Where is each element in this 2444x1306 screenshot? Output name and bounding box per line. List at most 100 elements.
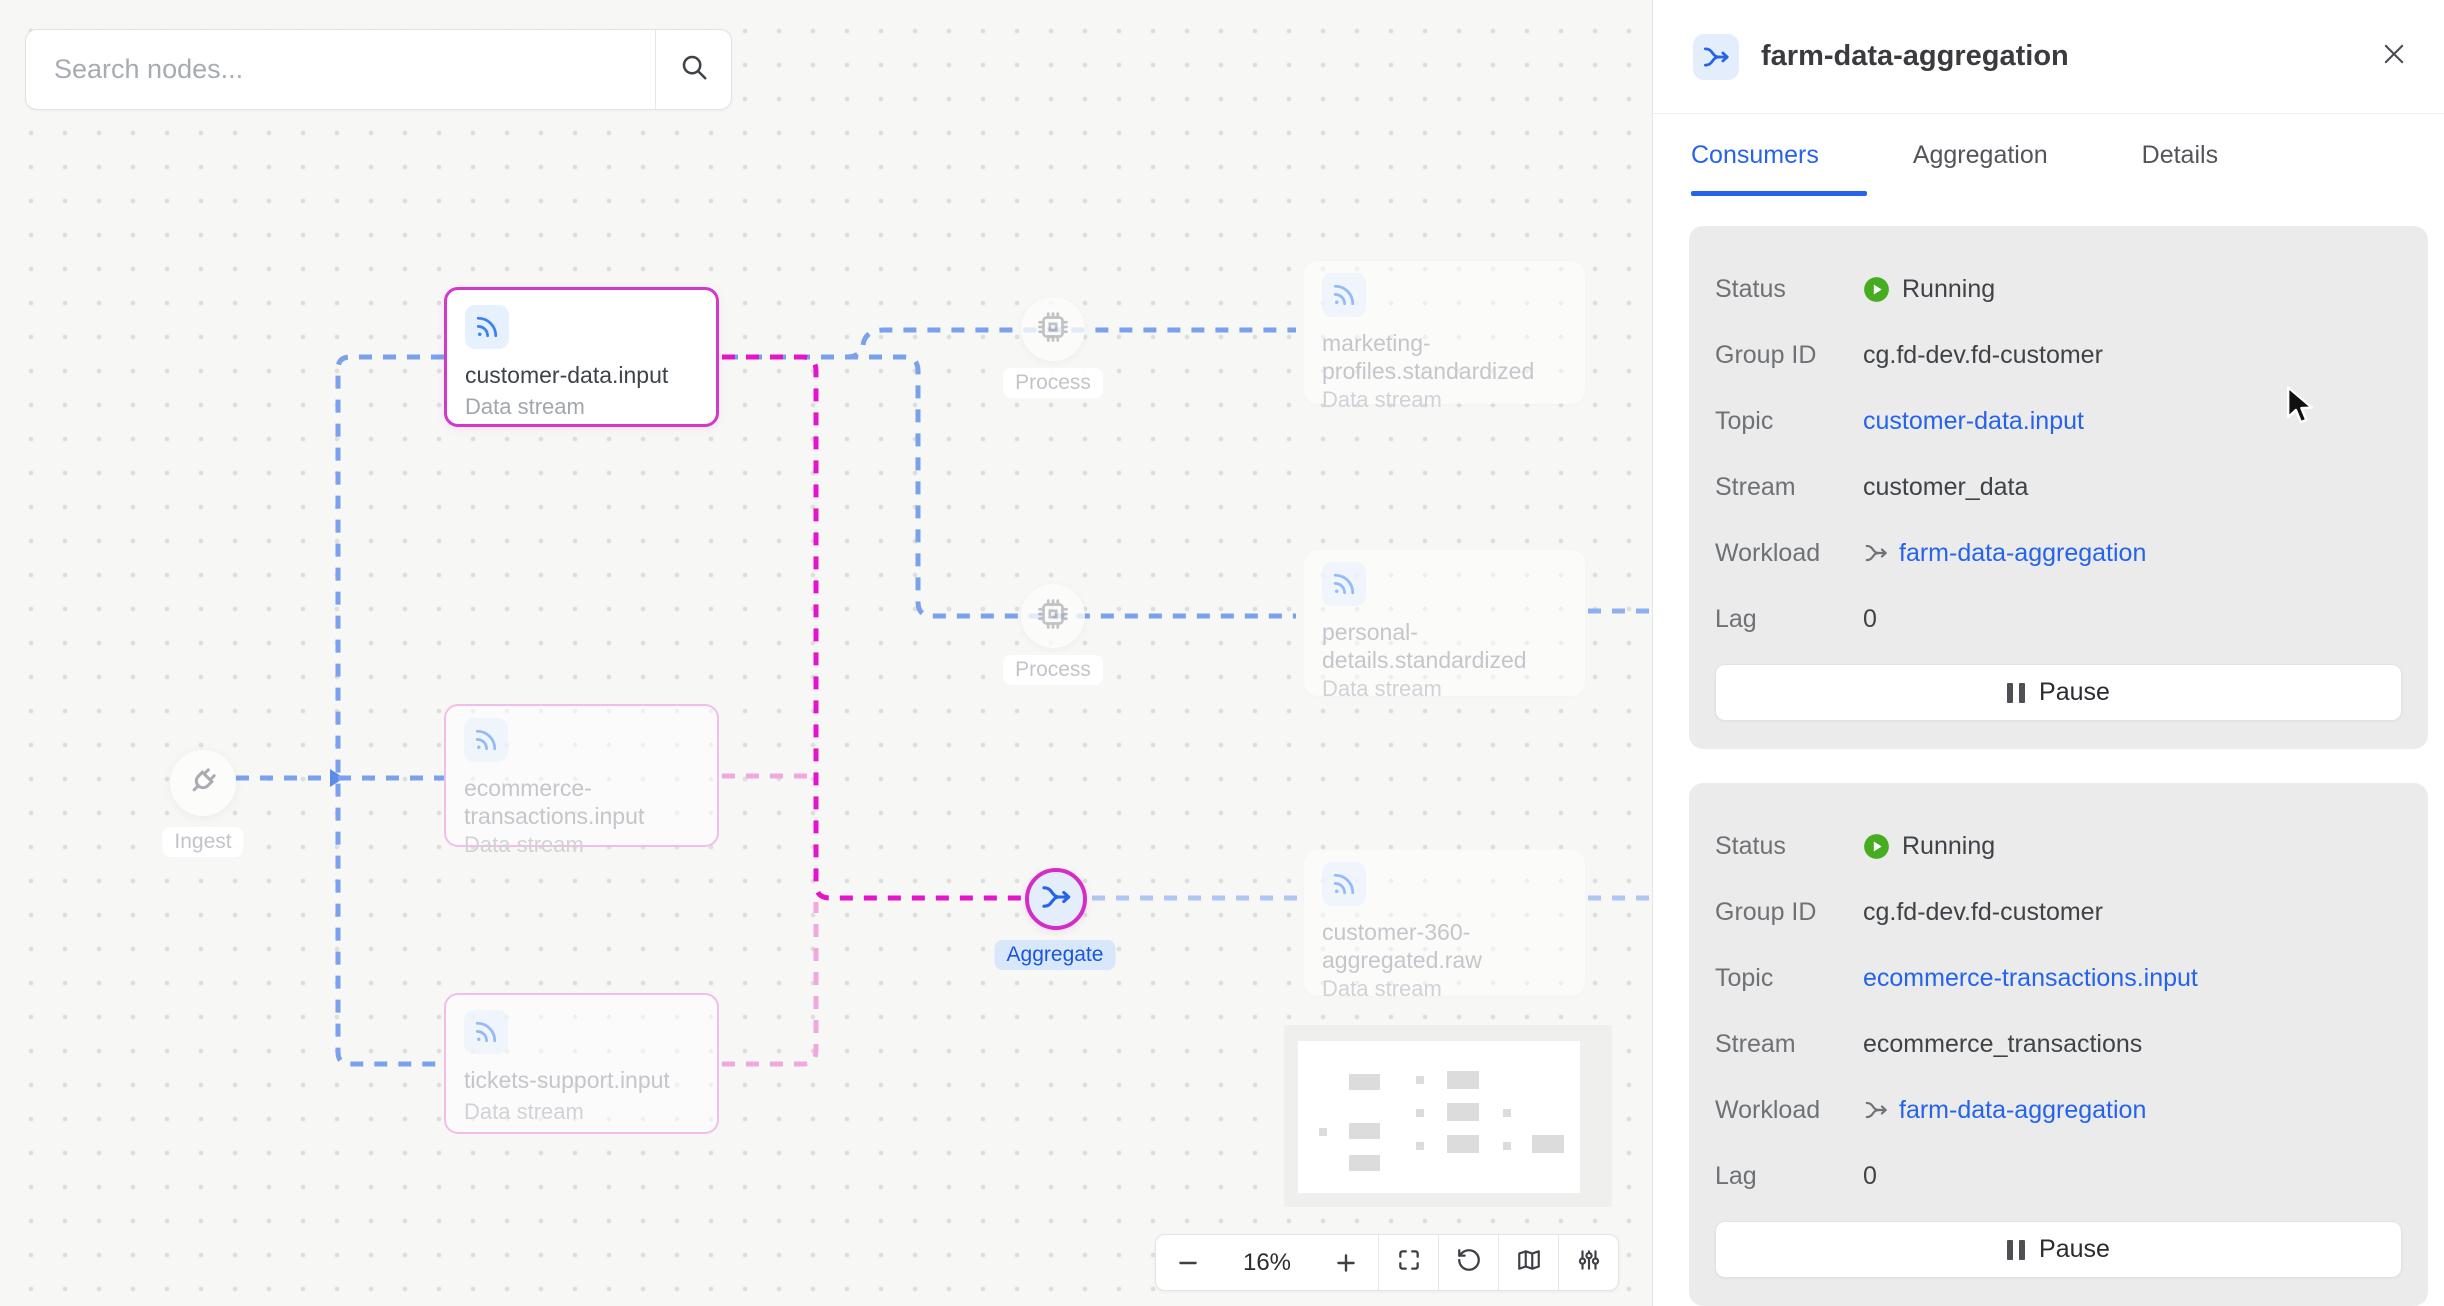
node-customer-data-input[interactable]: customer-data.input Data stream: [444, 287, 719, 427]
zoom-level: 16%: [1242, 1248, 1292, 1276]
consumer-card: Status Running Group ID cg.fd-dev.fd-cus…: [1689, 783, 2428, 1306]
group-id-row: Group ID cg.fd-dev.fd-customer: [1715, 322, 2402, 388]
topic-link[interactable]: customer-data.input: [1863, 406, 2084, 435]
row-label: Stream: [1715, 472, 1796, 501]
data-stream-icon: [464, 1010, 508, 1054]
fit-view-button[interactable]: [1379, 1235, 1438, 1290]
running-status-icon: [1863, 276, 1890, 303]
node-process-top[interactable]: [1021, 297, 1085, 361]
data-stream-icon: [1322, 273, 1366, 317]
running-status-icon: [1863, 833, 1890, 860]
workload-link[interactable]: farm-data-aggregation: [1899, 1095, 2147, 1124]
search-input[interactable]: [26, 30, 655, 109]
pause-icon: [2007, 1239, 2026, 1260]
chip-icon: [1034, 595, 1072, 638]
group-id-row: Group ID cg.fd-dev.fd-customer: [1715, 879, 2402, 945]
row-label: Stream: [1715, 1029, 1796, 1058]
status-row: Status Running: [1715, 256, 2402, 322]
stream-row: Stream ecommerce_transactions: [1715, 1011, 2402, 1077]
minimap-toggle-button[interactable]: [1499, 1235, 1558, 1290]
pipeline-canvas[interactable]: Ingest customer-data.input Data stream e…: [0, 0, 1652, 1306]
lag-value: 0: [1863, 1161, 1877, 1190]
search-bar: [25, 29, 732, 110]
sliders-icon: [1576, 1247, 1602, 1278]
node-marketing-profiles[interactable]: marketing-profiles.standardized Data str…: [1304, 261, 1585, 412]
workload-row: Workload farm-data-aggregation: [1715, 520, 2402, 586]
pause-label: Pause: [2039, 1235, 2110, 1263]
search-button[interactable]: [655, 30, 731, 109]
group-id-value: cg.fd-dev.fd-customer: [1863, 340, 2103, 369]
tab-consumers[interactable]: Consumers: [1691, 114, 1867, 196]
node-aggregate[interactable]: [1025, 868, 1087, 930]
node-subtitle: Data stream: [1322, 387, 1442, 412]
minimap[interactable]: [1284, 1025, 1612, 1207]
node-title: customer-360-aggregated.raw: [1322, 919, 1482, 973]
row-label: Lag: [1715, 1161, 1757, 1190]
row-label: Status: [1715, 274, 1786, 303]
consumer-card: Status Running Group ID cg.fd-dev.fd-cus…: [1689, 226, 2428, 749]
tab-aggregation[interactable]: Aggregation: [1912, 140, 2048, 169]
lag-row: Lag 0: [1715, 1143, 2402, 1209]
row-label: Workload: [1715, 1095, 1821, 1124]
row-label: Topic: [1715, 963, 1774, 992]
lag-value: 0: [1863, 604, 1877, 633]
node-title: marketing-profiles.standardized: [1322, 330, 1535, 384]
stream-row: Stream customer_data: [1715, 454, 2402, 520]
row-label: Status: [1715, 831, 1786, 860]
pause-label: Pause: [2039, 678, 2110, 706]
data-stream-icon: [465, 305, 509, 349]
reset-view-button[interactable]: [1439, 1235, 1498, 1290]
canvas-toolbar: 16%: [1155, 1234, 1619, 1291]
node-ecommerce-transactions-input[interactable]: ecommerce-transactions.input Data stream: [444, 704, 719, 857]
row-label: Lag: [1715, 604, 1757, 633]
search-icon: [679, 52, 709, 87]
row-label: Group ID: [1715, 340, 1817, 369]
node-process-mid[interactable]: [1021, 584, 1085, 648]
pause-button[interactable]: Pause: [1715, 664, 2402, 721]
map-icon: [1516, 1247, 1542, 1278]
panel-title: farm-data-aggregation: [1761, 40, 2069, 72]
node-tickets-support-input[interactable]: tickets-support.input Data stream: [444, 993, 719, 1134]
group-id-value: cg.fd-dev.fd-customer: [1863, 897, 2103, 926]
pause-icon: [2007, 682, 2026, 703]
close-icon: [2380, 40, 2408, 73]
close-button[interactable]: [2380, 40, 2408, 73]
plug-icon: [183, 761, 223, 806]
workload-link[interactable]: farm-data-aggregation: [1899, 538, 2147, 567]
pause-button[interactable]: Pause: [1715, 1221, 2402, 1278]
node-customer-360-aggregated[interactable]: customer-360-aggregated.raw Data stream: [1304, 850, 1585, 1001]
data-stream-icon: [464, 718, 508, 762]
node-subtitle: Data stream: [1322, 976, 1442, 1001]
zoom-in-button[interactable]: [1314, 1235, 1378, 1290]
node-ingest-label: Ingest: [162, 827, 244, 857]
rotate-ccw-icon: [1456, 1247, 1482, 1278]
merge-icon: [1863, 540, 1889, 566]
minimap-viewport: [1298, 1041, 1580, 1193]
panel-tabs: Consumers Aggregation Details: [1653, 114, 2444, 196]
node-personal-details[interactable]: personal-details.standardized Data strea…: [1304, 550, 1585, 701]
node-ingest[interactable]: [170, 750, 236, 816]
panel-header: farm-data-aggregation: [1653, 0, 2444, 114]
node-title: ecommerce-transactions.input: [464, 775, 645, 829]
layout-settings-button[interactable]: [1559, 1235, 1618, 1290]
lag-row: Lag 0: [1715, 586, 2402, 652]
merge-icon: [1039, 880, 1073, 919]
topic-row: Topic ecommerce-transactions.input: [1715, 945, 2402, 1011]
row-label: Topic: [1715, 406, 1774, 435]
workload-row: Workload farm-data-aggregation: [1715, 1077, 2402, 1143]
workload-icon: [1693, 33, 1739, 80]
consumers-list: Status Running Group ID cg.fd-dev.fd-cus…: [1653, 196, 2444, 1306]
stream-value: customer_data: [1863, 472, 2029, 501]
stream-value: ecommerce_transactions: [1863, 1029, 2143, 1058]
node-subtitle: Data stream: [1322, 676, 1442, 701]
zoom-out-button[interactable]: [1156, 1235, 1220, 1290]
merge-icon: [1863, 1097, 1889, 1123]
data-stream-icon: [1322, 562, 1366, 606]
tab-details[interactable]: Details: [2141, 140, 2219, 169]
status-value: Running: [1902, 274, 1996, 303]
topic-link[interactable]: ecommerce-transactions.input: [1863, 963, 2198, 992]
chip-icon: [1034, 308, 1072, 351]
data-stream-icon: [1322, 862, 1366, 906]
node-process-mid-label: Process: [1003, 655, 1103, 685]
